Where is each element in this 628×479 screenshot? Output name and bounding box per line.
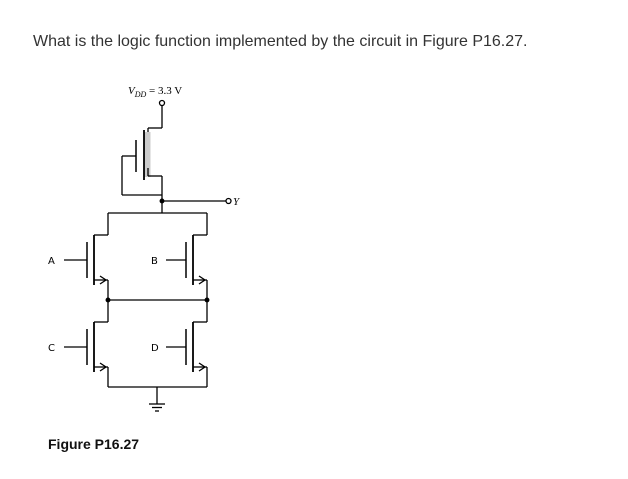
channel-shading: [144, 132, 151, 177]
nmos-transistor-c: [64, 300, 109, 387]
pmos-load-transistor: [121, 127, 163, 201]
input-a-label: A: [48, 256, 55, 267]
nmos-transistor-b: [166, 213, 208, 300]
input-c-label: C: [48, 343, 55, 354]
vdd-terminal: [158, 99, 166, 107]
nmos-transistor-a: [64, 213, 109, 300]
output-terminal: [225, 197, 232, 205]
ground-icon: [149, 403, 165, 412]
nmos-transistor-d: [166, 300, 208, 387]
figure-caption: Figure P16.27: [48, 436, 140, 452]
input-b-label: B: [151, 256, 158, 267]
input-d-label: D: [151, 343, 159, 354]
vdd-label: VDD = 3.3 V: [128, 85, 182, 99]
output-label: Y: [233, 196, 241, 208]
question-text: What is the logic function implemented b…: [33, 33, 528, 50]
